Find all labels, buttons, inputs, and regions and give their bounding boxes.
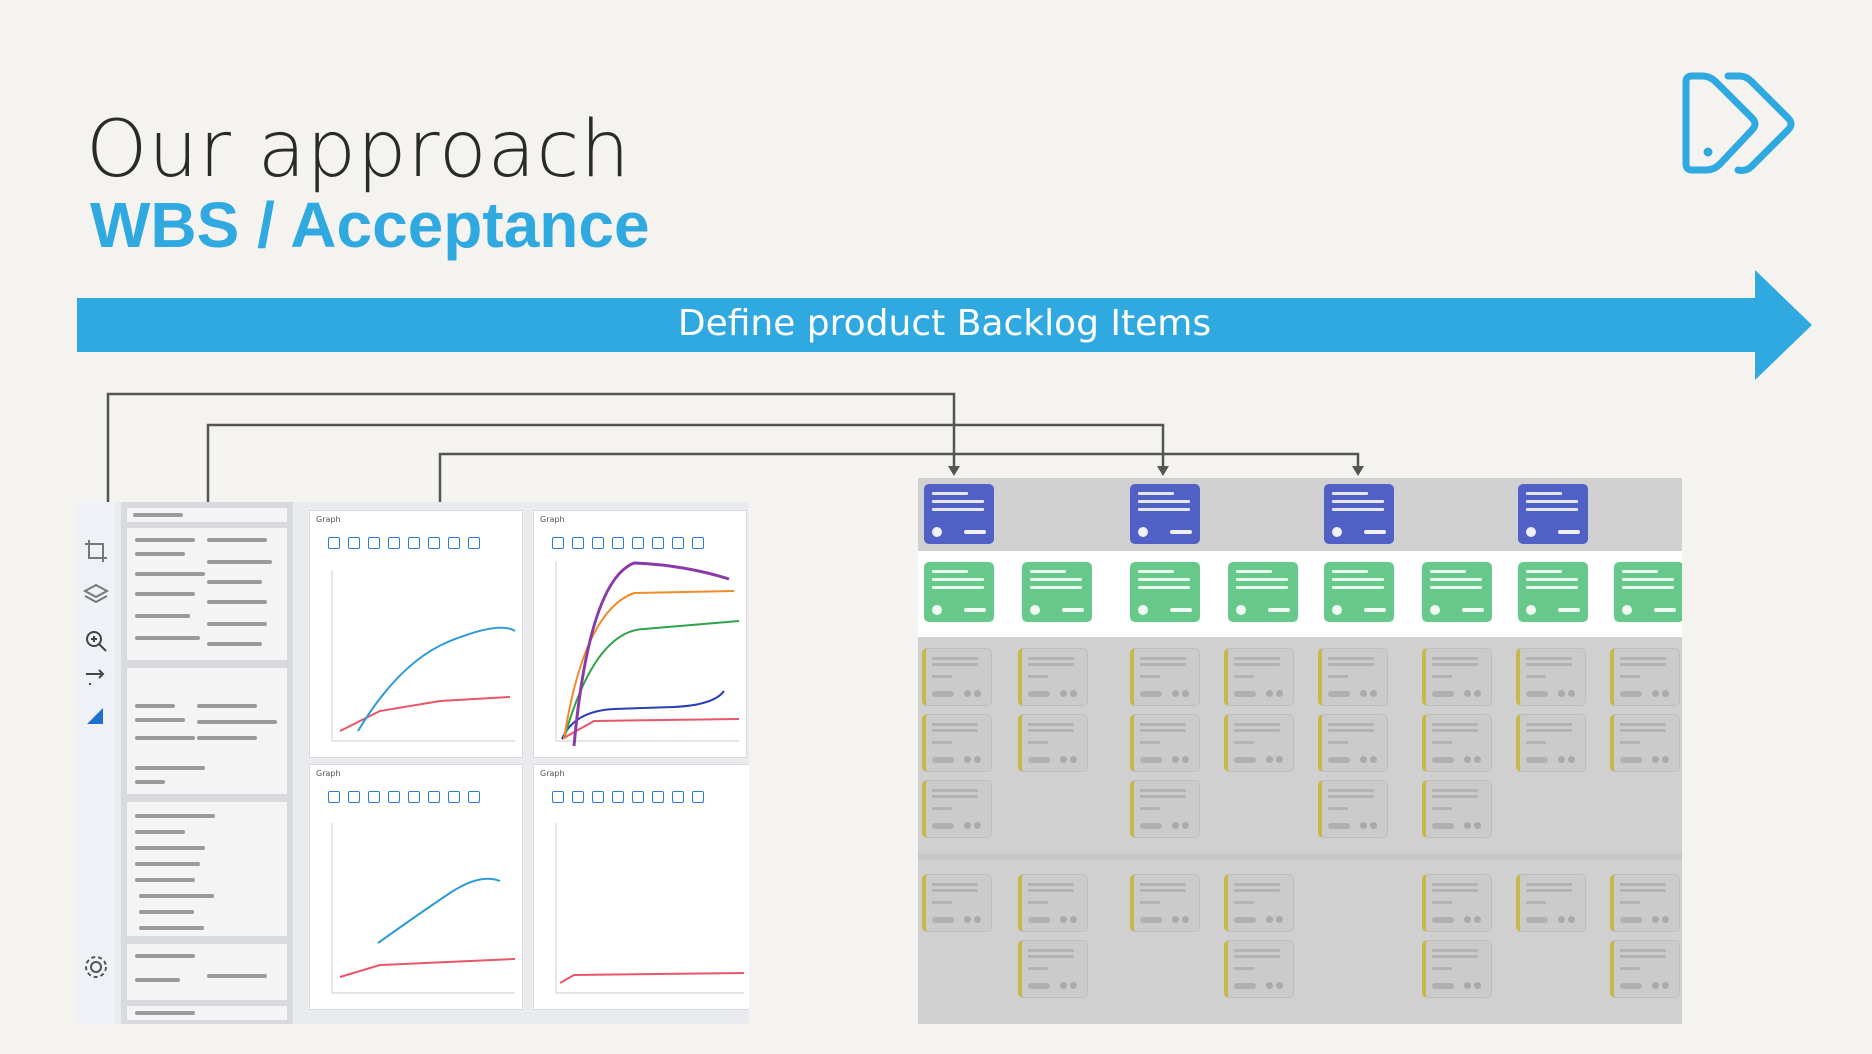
feature-card bbox=[1518, 562, 1588, 622]
feature-card bbox=[1324, 562, 1394, 622]
graph-panel: Graph bbox=[309, 510, 523, 758]
panel-checklist bbox=[127, 802, 287, 936]
backlog-item-card bbox=[1610, 940, 1680, 998]
feature-card bbox=[1228, 562, 1298, 622]
backlog-item-card bbox=[1422, 874, 1492, 932]
backlog-item-card bbox=[1130, 648, 1200, 706]
backlog-item-card bbox=[1224, 714, 1294, 772]
epic-card bbox=[1130, 484, 1200, 544]
panel-section bbox=[127, 528, 287, 660]
backlog-item-card bbox=[1018, 714, 1088, 772]
backlog-item-card bbox=[1224, 648, 1294, 706]
pan-icon bbox=[86, 669, 105, 685]
backlog-item-card bbox=[1610, 648, 1680, 706]
epic-card bbox=[924, 484, 994, 544]
backlog-item-card bbox=[1422, 940, 1492, 998]
backlog-item-card bbox=[1130, 780, 1200, 838]
layers-icon bbox=[83, 583, 109, 604]
backlog-item-card bbox=[1130, 874, 1200, 932]
zoom-in-icon bbox=[86, 631, 107, 652]
backlog-item-card bbox=[1224, 940, 1294, 998]
panel-section bbox=[127, 944, 287, 1000]
backlog-item-card bbox=[922, 780, 992, 838]
slide-subtitle: WBS / Acceptance bbox=[90, 189, 650, 261]
panel-footer bbox=[127, 1006, 287, 1020]
properties-panel bbox=[121, 502, 293, 1024]
backlog-item-card bbox=[1422, 648, 1492, 706]
graph-panel: Graph bbox=[533, 510, 747, 758]
backlog-item-card bbox=[1318, 780, 1388, 838]
feature-card bbox=[1614, 562, 1682, 622]
backlog-item-card bbox=[1610, 714, 1680, 772]
feature-card bbox=[1422, 562, 1492, 622]
feature-card bbox=[1022, 562, 1092, 622]
graph-plot bbox=[555, 561, 740, 747]
crop-icon bbox=[85, 540, 107, 562]
graph-plot bbox=[331, 571, 516, 742]
banner-arrow bbox=[77, 270, 1812, 380]
backlog-item-card bbox=[1318, 714, 1388, 772]
epic-card bbox=[1518, 484, 1588, 544]
backlog-item-card bbox=[1018, 940, 1088, 998]
panel-header bbox=[127, 508, 287, 522]
settings-gear-icon bbox=[85, 956, 107, 978]
backlog-item-card bbox=[1422, 714, 1492, 772]
graph-panel: Graph bbox=[533, 764, 749, 1010]
graph-title: Graph bbox=[316, 515, 341, 524]
backlog-item-card bbox=[1130, 714, 1200, 772]
backlog-item-card bbox=[1018, 648, 1088, 706]
measure-icon bbox=[87, 708, 103, 724]
graph-title: Graph bbox=[540, 515, 565, 524]
graph-title: Graph bbox=[316, 769, 341, 778]
feature-card bbox=[924, 562, 994, 622]
graph-plot bbox=[331, 823, 516, 994]
graph-plot bbox=[555, 823, 745, 994]
panel-section bbox=[127, 668, 287, 794]
backlog-item-card bbox=[1610, 874, 1680, 932]
board-divider bbox=[918, 854, 1682, 860]
backlog-item-card bbox=[1516, 648, 1586, 706]
backlog-item-card bbox=[1318, 648, 1388, 706]
backlog-item-card bbox=[922, 714, 992, 772]
backlog-item-card bbox=[922, 648, 992, 706]
backlog-item-card bbox=[1018, 874, 1088, 932]
graph-panel: Graph bbox=[309, 764, 523, 1010]
brand-logo-icon bbox=[1682, 72, 1795, 174]
slide-title: Our approach bbox=[86, 105, 631, 195]
backlog-item-card bbox=[1516, 714, 1586, 772]
backlog-item-card bbox=[1516, 874, 1586, 932]
epic-card bbox=[1324, 484, 1394, 544]
tool-strip bbox=[77, 502, 115, 1024]
backlog-item-card bbox=[1224, 874, 1294, 932]
analysis-tool-screenshot: Graph Graph Graph Graph bbox=[77, 502, 749, 1024]
graph-title: Graph bbox=[540, 769, 565, 778]
feature-card bbox=[1130, 562, 1200, 622]
backlog-board bbox=[918, 478, 1682, 1024]
backlog-item-card bbox=[922, 874, 992, 932]
backlog-item-card bbox=[1422, 780, 1492, 838]
